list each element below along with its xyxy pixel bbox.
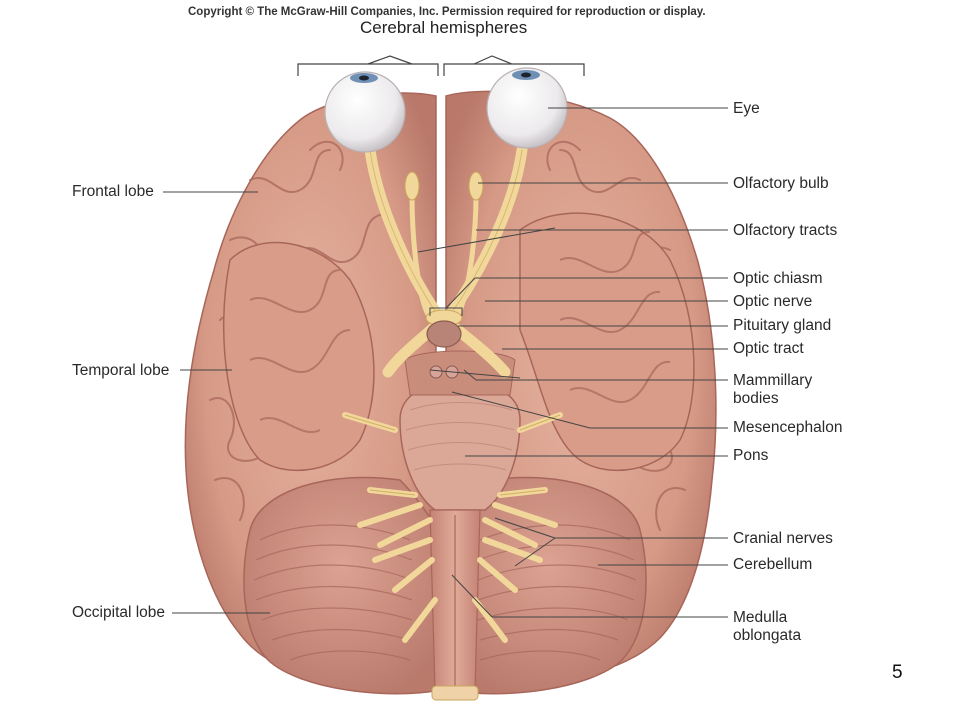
label-temporal-lobe: Temporal lobe <box>72 362 170 379</box>
label-cerebellum: Cerebellum <box>733 556 813 573</box>
copyright-notice: Copyright © The McGraw-Hill Companies, I… <box>188 6 706 18</box>
left-temporal-bulge <box>222 241 375 472</box>
temporal-gyri <box>249 230 671 433</box>
label-optic-tract: Optic tract <box>733 340 804 357</box>
label-optic-nerve: Optic nerve <box>733 293 813 310</box>
label-optic-chiasm: Optic chiasm <box>733 270 823 287</box>
label-medulla-line1: Medulla <box>733 609 788 626</box>
right-temporal-bulge <box>519 212 695 472</box>
label-frontal-lobe: Frontal lobe <box>72 183 154 200</box>
right-eye <box>486 67 568 149</box>
label-medulla-line2: oblongata <box>733 627 802 644</box>
label-mammillary-line1: Mammillary <box>733 372 813 389</box>
label-mammillary-line2: bodies <box>733 390 779 407</box>
pons <box>399 381 521 511</box>
label-pons: Pons <box>733 447 769 464</box>
hemisphere-bracket <box>297 55 585 76</box>
label-cranial-nerves: Cranial nerves <box>733 530 833 547</box>
slide-number: 5 <box>892 662 903 683</box>
label-pituitary-gland: Pituitary gland <box>733 317 832 334</box>
label-occipital-lobe: Occipital lobe <box>72 604 166 621</box>
cerebellum <box>243 476 647 695</box>
pituitary-gland <box>426 320 462 348</box>
label-olfactory-tracts: Olfactory tracts <box>733 222 838 239</box>
left-eye <box>324 71 406 153</box>
leader-lines <box>163 107 728 618</box>
label-olfactory-bulb: Olfactory bulb <box>733 175 829 192</box>
label-eye: Eye <box>733 100 760 117</box>
label-mesencephalon: Mesencephalon <box>733 419 843 436</box>
cerebral-hemispheres-label: Cerebral hemispheres <box>360 18 528 37</box>
